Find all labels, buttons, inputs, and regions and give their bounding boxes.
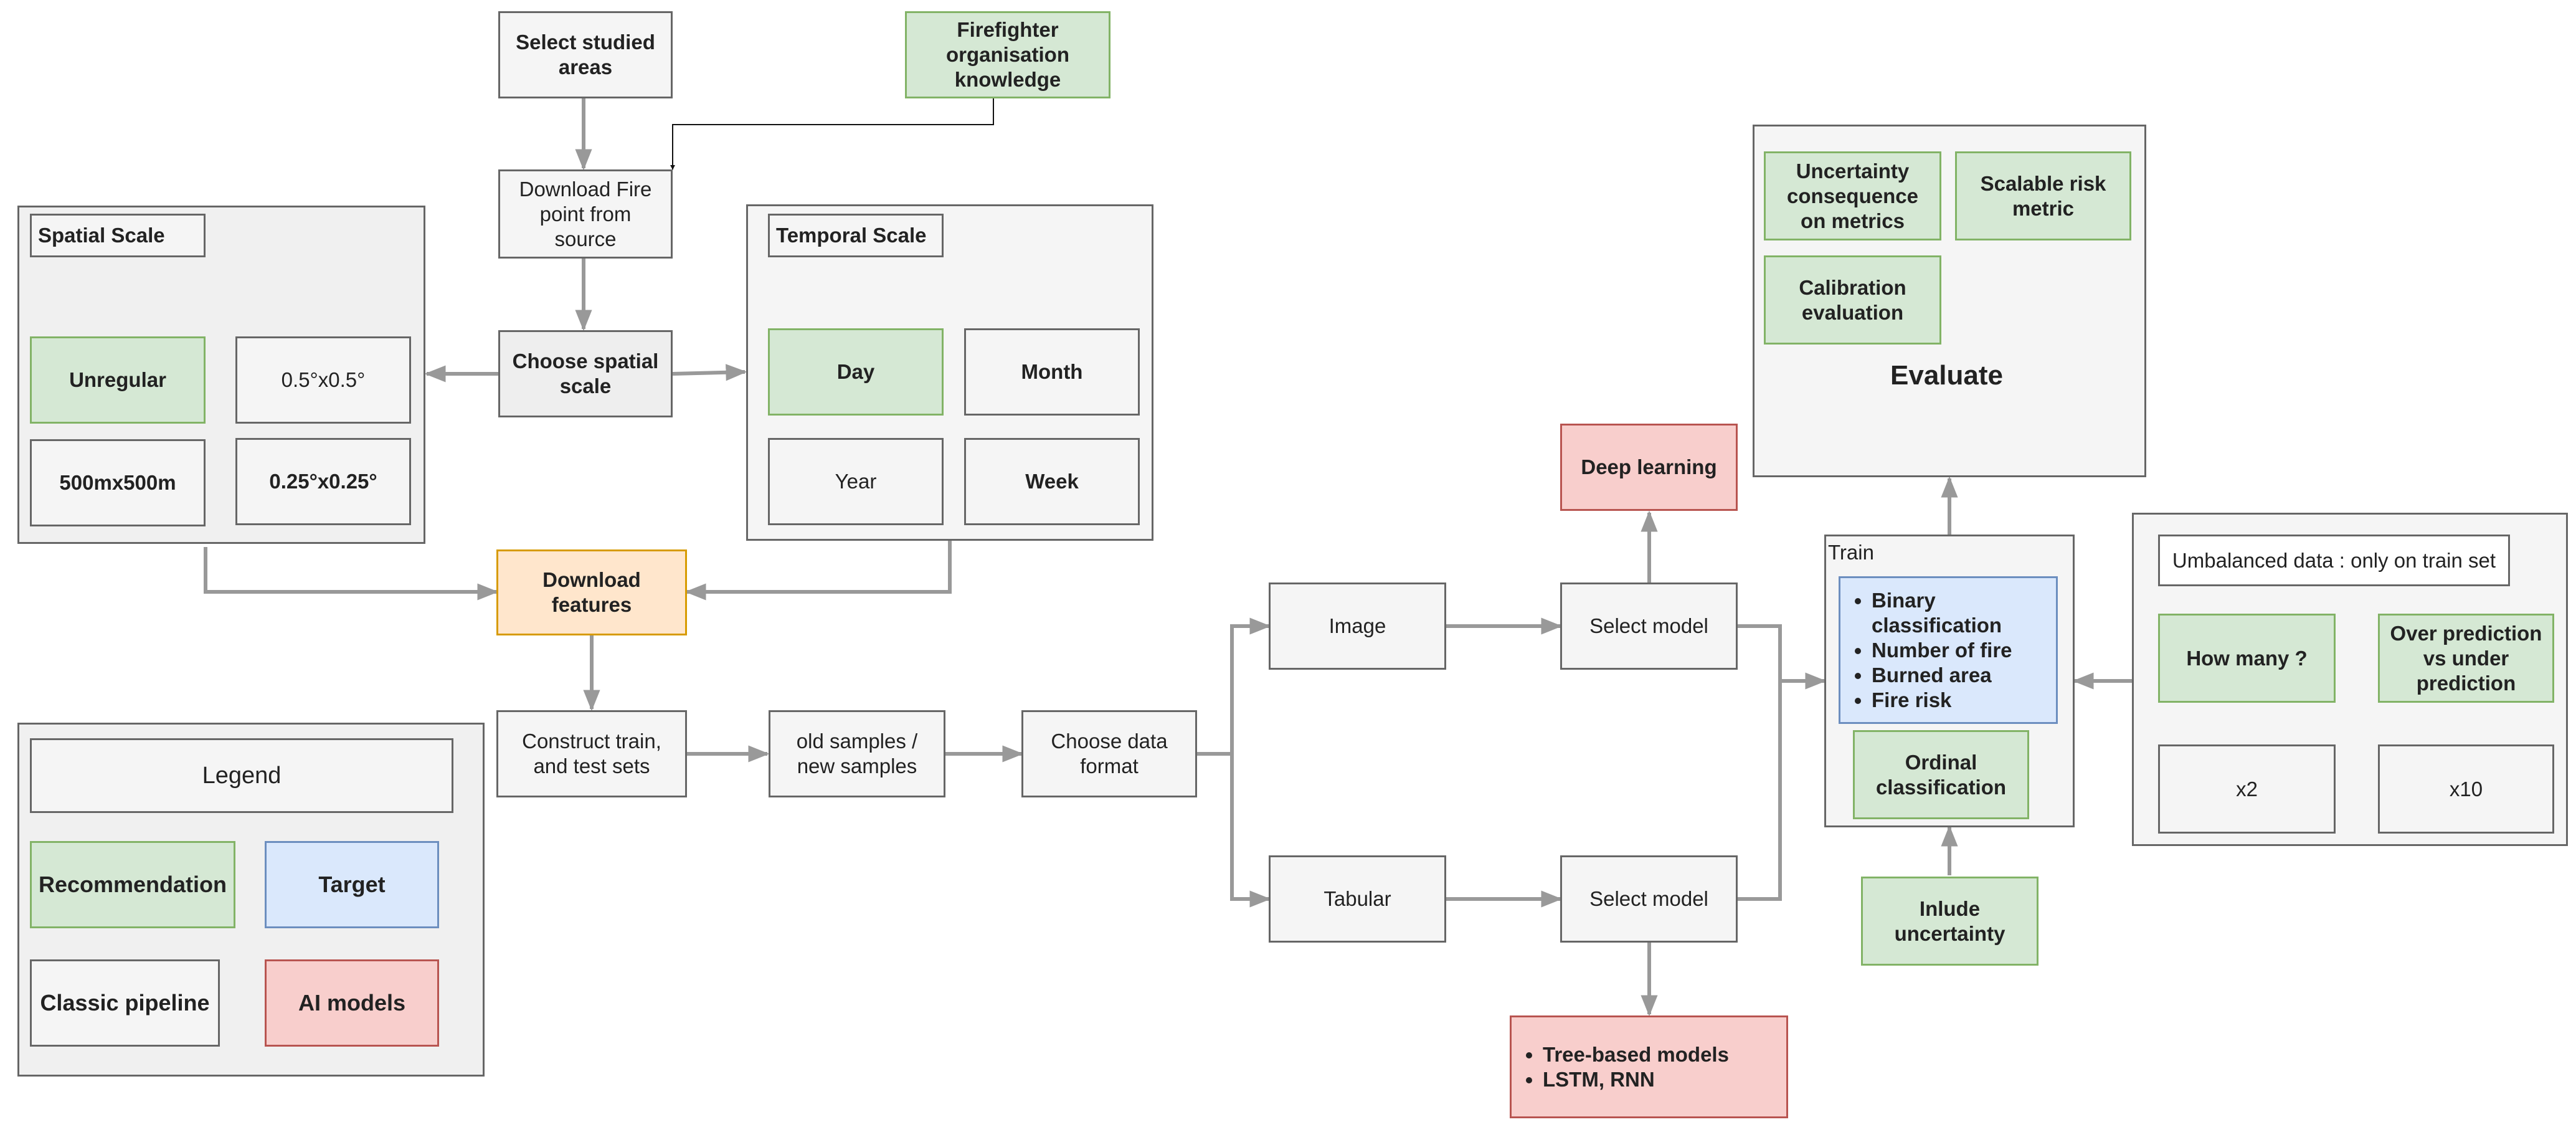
- download-fire-box: Download Fire point from source: [498, 169, 673, 259]
- select-model-top-box: Select model: [1560, 583, 1738, 670]
- 500m-label: 500mx500m: [59, 471, 176, 494]
- construct-sets-box: Construct train, and test sets: [496, 710, 687, 797]
- legend-recommendation-label: Recommendation: [38, 872, 227, 897]
- train-targets-list: Binary classification Number of fire Bur…: [1847, 588, 2050, 713]
- download-features-box: Download features: [496, 549, 687, 635]
- select-model-bottom-label: Select model: [1589, 887, 1708, 910]
- year-label: Year: [835, 470, 877, 493]
- ordinal-classification-label: Ordinal classification: [1875, 750, 2007, 799]
- legend-ai-models: AI models: [265, 959, 439, 1047]
- download-features-label: Download features: [542, 568, 641, 616]
- spatial-scale-title: Spatial Scale: [30, 214, 206, 257]
- arrow-firefighter-to-download: [670, 98, 994, 170]
- scalable-metric-box: Scalable risk metric: [1955, 151, 2131, 240]
- week-label: Week: [1025, 470, 1079, 493]
- include-uncertainty-box: Inlude uncertainty: [1861, 877, 2039, 966]
- arrow-split-to-tabular: [1230, 754, 1271, 908]
- arrow-temporalpanel-to-features: [684, 541, 952, 601]
- unregular-label: Unregular: [69, 368, 166, 391]
- over-under-prediction-box: Over prediction vs under prediction: [2378, 614, 2554, 703]
- scalable-metric-label: Scalable risk metric: [1980, 171, 2106, 220]
- quarter-degree-label: 0.25°x0.25°: [269, 470, 377, 493]
- tabular-label: Tabular: [1324, 887, 1391, 910]
- evaluate-title: Evaluate: [1890, 360, 2003, 391]
- month-box: Month: [964, 328, 1140, 416]
- x2-box: x2: [2158, 744, 2336, 834]
- tree-models-item: LSTM, RNN: [1543, 1067, 1729, 1092]
- select-studied-areas-box: Select studied areas: [498, 11, 673, 98]
- construct-sets-label: Construct train, and test sets: [522, 730, 661, 777]
- 500m-box: 500mx500m: [30, 439, 206, 526]
- legend-classic-pipeline: Classic pipeline: [30, 959, 220, 1047]
- calibration-evaluation-label: Calibration evaluation: [1799, 275, 1906, 324]
- choose-spatial-scale-box: Choose spatial scale: [498, 330, 673, 417]
- half-degree-box: 0.5°x0.5°: [235, 336, 411, 424]
- ordinal-classification-box: Ordinal classification: [1853, 730, 2029, 819]
- train-target-item: Burned area: [1872, 663, 2050, 688]
- legend-classic-pipeline-label: Classic pipeline: [40, 990, 210, 1015]
- train-title: Train: [1828, 541, 1874, 564]
- arrow-spatialpanel-to-features: [204, 547, 499, 601]
- arrow-select-bottom-to-train: [1738, 681, 1782, 901]
- select-studied-areas-label: Select studied areas: [516, 31, 655, 78]
- year-box: Year: [768, 438, 944, 525]
- select-model-top-label: Select model: [1589, 614, 1708, 637]
- quarter-degree-box: 0.25°x0.25°: [235, 438, 411, 525]
- spatial-scale-title-label: Spatial Scale: [38, 224, 165, 247]
- x10-box: x10: [2378, 744, 2554, 834]
- arrow-spatial-to-right: [672, 364, 747, 381]
- train-target-item: Number of fire: [1872, 638, 2050, 663]
- tabular-box: Tabular: [1269, 855, 1446, 943]
- day-box: Day: [768, 328, 944, 416]
- unbalanced-title: Umbalanced data : only on train set: [2158, 535, 2510, 586]
- x2-label: x2: [2236, 777, 2258, 801]
- image-box: Image: [1269, 583, 1446, 670]
- arrow-select-top-to-train: [1738, 624, 1827, 690]
- uncertainty-metrics-label: Uncertainty consequence on metrics: [1787, 159, 1918, 232]
- legend-title-label: Legend: [202, 763, 282, 789]
- train-target-item: Binary classification: [1872, 588, 2050, 638]
- arrow-split-to-image: [1230, 617, 1271, 754]
- unbalanced-title-label: Umbalanced data : only on train set: [2172, 548, 2496, 572]
- legend-title: Legend: [30, 738, 453, 813]
- old-new-samples-label: old samples / new samples: [796, 730, 918, 777]
- tree-models-box: Tree-based models LSTM, RNN: [1510, 1015, 1788, 1118]
- choose-spatial-scale-label: Choose spatial scale: [512, 350, 659, 397]
- firefighter-knowledge-box: Firefighter organisation knowledge: [905, 11, 1110, 98]
- deep-learning-label: Deep learning: [1581, 455, 1717, 478]
- how-many-label: How many ?: [2186, 646, 2308, 670]
- firefighter-knowledge-label: Firefighter organisation knowledge: [945, 18, 1070, 91]
- uncertainty-metrics-box: Uncertainty consequence on metrics: [1764, 151, 1941, 240]
- train-targets-box: Binary classification Number of fire Bur…: [1839, 576, 2058, 724]
- month-label: Month: [1021, 360, 1083, 383]
- unregular-box: Unregular: [30, 336, 206, 424]
- deep-learning-box: Deep learning: [1560, 424, 1738, 511]
- day-label: Day: [836, 360, 875, 383]
- how-many-box: How many ?: [2158, 614, 2336, 703]
- temporal-scale-title: Temporal Scale: [768, 214, 944, 257]
- tree-models-list: Tree-based models LSTM, RNN: [1518, 1042, 1729, 1092]
- select-model-bottom-box: Select model: [1560, 855, 1738, 943]
- legend-ai-models-label: AI models: [298, 990, 406, 1015]
- include-uncertainty-label: Inlude uncertainty: [1894, 896, 2005, 945]
- train-target-item: Fire risk: [1872, 688, 2050, 713]
- download-fire-label: Download Fire point from source: [519, 177, 652, 250]
- choose-data-format-box: Choose data format: [1021, 710, 1197, 797]
- calibration-evaluation-box: Calibration evaluation: [1764, 255, 1941, 345]
- week-box: Week: [964, 438, 1140, 525]
- legend-target: Target: [265, 841, 439, 928]
- choose-data-format-label: Choose data format: [1051, 730, 1168, 777]
- old-new-samples-box: old samples / new samples: [769, 710, 945, 797]
- half-degree-label: 0.5°x0.5°: [281, 368, 366, 391]
- over-under-prediction-label: Over prediction vs under prediction: [2390, 621, 2542, 695]
- x10-label: x10: [2449, 777, 2483, 801]
- image-label: Image: [1328, 614, 1386, 637]
- temporal-scale-title-label: Temporal Scale: [776, 224, 927, 247]
- legend-recommendation: Recommendation: [30, 841, 235, 928]
- tree-models-item: Tree-based models: [1543, 1042, 1729, 1067]
- legend-target-label: Target: [318, 872, 386, 897]
